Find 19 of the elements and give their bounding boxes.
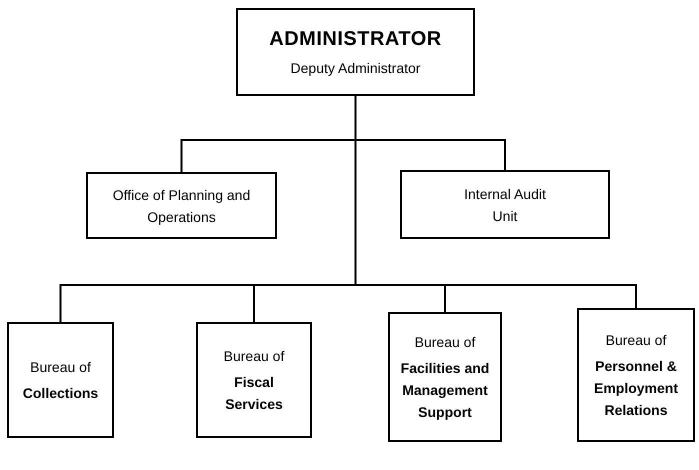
unit-text: Office of Planning and Operations (112, 186, 252, 227)
unit-text: Bureau of (224, 347, 284, 366)
unit-text: Bureau of (30, 358, 91, 377)
org-box (577, 308, 695, 442)
unit-text: Deputy Administrator (290, 59, 420, 78)
unit-text: Bureau of (414, 333, 476, 352)
unit-text: Fiscal Services (224, 373, 284, 414)
org-box (236, 8, 475, 96)
org-box (388, 312, 502, 442)
unit-text: Collections (22, 384, 98, 403)
org-box (7, 322, 114, 438)
unit-text: Bureau of (606, 331, 666, 350)
unit-text: Personnel & Employment Relations (592, 357, 679, 420)
org-box (86, 172, 277, 239)
org-box (400, 170, 610, 239)
title-text: ADMINISTRATOR (269, 27, 442, 52)
org-box (196, 322, 312, 438)
unit-text: Facilities and Management Support (400, 359, 490, 422)
unit-text: Internal Audit Unit (463, 184, 547, 226)
